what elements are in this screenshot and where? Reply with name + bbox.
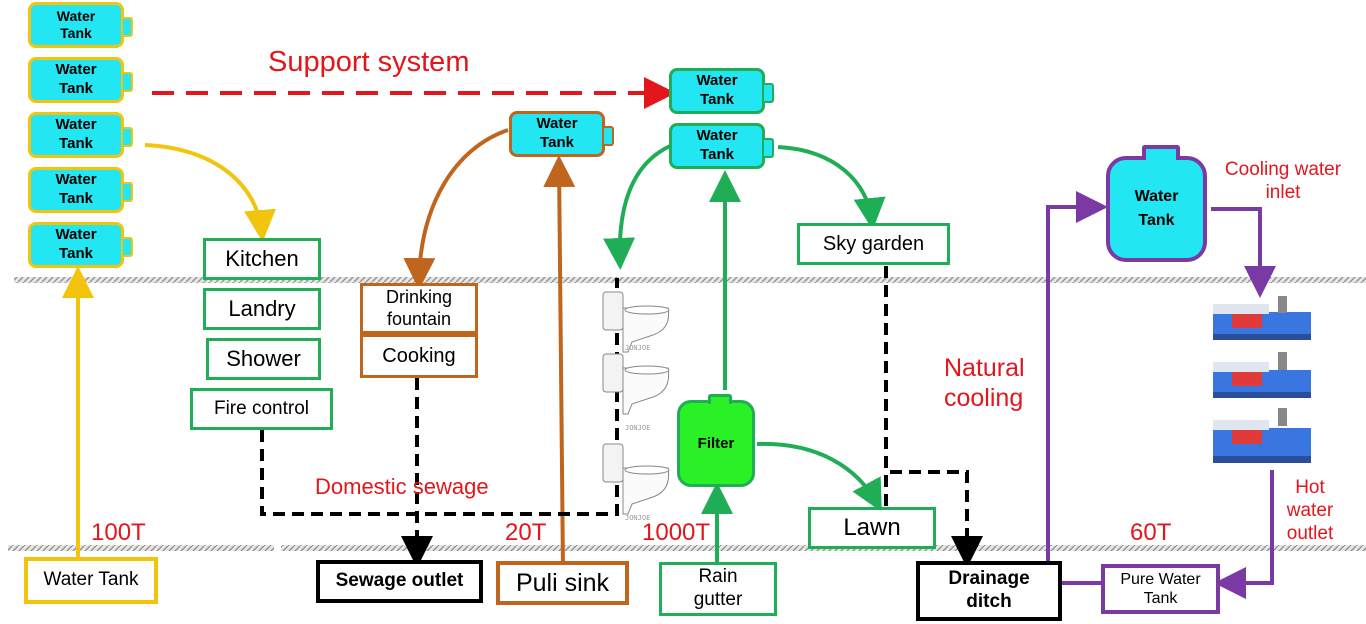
cooking-box: Cooking: [360, 334, 478, 378]
water-tank: Water Tank: [28, 167, 133, 213]
orange-supply-arrow: [403, 128, 509, 290]
water-tank: Water Tank: [28, 222, 133, 268]
purple-cooling-inlet-arrow: [1211, 207, 1276, 298]
puli-sink-box: Puli sink: [496, 561, 629, 605]
filter-label: Filter: [697, 435, 735, 452]
capacity-label: 100T: [91, 519, 146, 546]
green-toilet-arrow: [603, 144, 671, 270]
sewage-outlet-box: Sewage outlet: [316, 560, 483, 603]
toilet-stack: [602, 291, 670, 515]
toilet-icon: [602, 291, 670, 353]
lawn-box: Lawn: [808, 507, 936, 549]
hot-water-outlet-label: Hot water outlet: [1286, 477, 1334, 544]
drinking-fountain-box: Drinking fountain: [360, 283, 478, 334]
landry-box: Landry: [203, 288, 321, 330]
machine-icon: [1213, 352, 1311, 398]
support-system-label: Support system: [268, 46, 470, 78]
drainage-ditch-box: Drainage ditch: [916, 561, 1062, 621]
green-sky-garden-arrow: [777, 145, 886, 230]
orange-riser-arrow: [543, 155, 576, 571]
capacity-label: 60T: [1130, 519, 1172, 546]
water-tank: Water Tank: [28, 57, 133, 103]
water-tank: Water Tank: [1106, 145, 1207, 262]
fire-control-box: Fire control: [190, 388, 333, 430]
water-tank-label: Water Tank: [55, 61, 97, 97]
cooling-water-inlet-label: Cooling water inlet: [1224, 159, 1342, 203]
domestic-sewage-label: Domestic sewage: [315, 474, 489, 499]
sky-garden-box: Sky garden: [797, 223, 950, 265]
purple-hot-outlet-arrow: [1214, 470, 1274, 599]
green-lawn-arrow: [756, 441, 882, 513]
capacity-label: 1000T: [642, 519, 711, 546]
water-tank-label: Water Tank: [55, 226, 97, 262]
filter-unit: Filter: [677, 394, 755, 487]
water-tank-label: Water Tank: [55, 116, 97, 152]
toilet-icon: [602, 443, 670, 515]
natural-cooling-label: Natural cooling: [944, 354, 1025, 412]
water-tank-label: Water Tank: [696, 72, 738, 108]
kitchen-box: Kitchen: [203, 238, 321, 280]
water-tank-label: Water Tank: [536, 115, 578, 151]
water-tank: Water Tank: [509, 111, 614, 157]
water-tank-label: Water Tank: [55, 171, 97, 207]
pure-water-tank-box: Pure Water Tank: [1101, 564, 1220, 614]
upper-ground-line: [14, 277, 1366, 283]
water-tank-label: Water Tank: [1134, 188, 1179, 229]
purple-pure-to-tank-arrow: [1046, 191, 1108, 585]
water-tank: Water Tank: [669, 68, 774, 114]
bottom-water-tank-box: Water Tank: [24, 557, 158, 604]
yellow-supply-arrow: [144, 143, 276, 242]
rain-gutter-box: Rain gutter: [659, 562, 777, 616]
capacity-label: 20T: [505, 519, 547, 546]
toilet-icon: [602, 353, 670, 415]
water-tank: Water Tank: [28, 112, 133, 158]
toilet-brand-label: JONJOE: [625, 344, 650, 352]
water-tank-label: Water Tank: [56, 7, 96, 42]
shower-box: Shower: [206, 338, 321, 380]
water-tank: Water Tank: [669, 123, 774, 169]
toilet-brand-label: JONJOE: [625, 424, 650, 432]
machine-icon: [1213, 296, 1311, 340]
water-tank: Water Tank: [28, 2, 133, 48]
toilet-brand-label: JONJOE: [625, 514, 650, 522]
machine-icon: [1213, 408, 1311, 463]
water-tank-label: Water Tank: [696, 127, 738, 163]
sewage-pipe-fire-control: [260, 278, 619, 516]
drain-pipe: [890, 470, 983, 568]
